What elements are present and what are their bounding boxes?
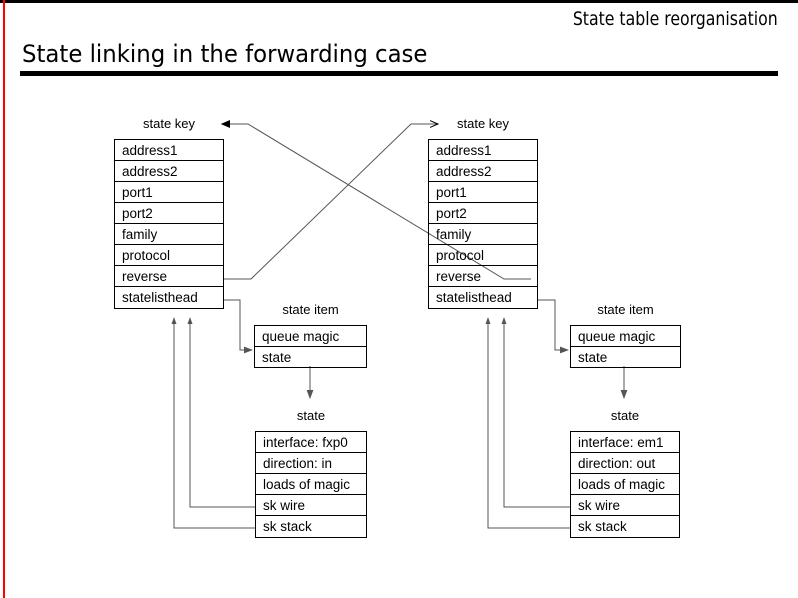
running-header: State table reorganisation — [573, 8, 778, 30]
table-row: interface: fxp0 — [256, 432, 366, 453]
edge-statelisthead-right-to-item — [537, 299, 568, 350]
edge-skwire-right-back — [504, 318, 570, 508]
state-left-label: state — [296, 408, 326, 423]
state-right-label: state — [610, 408, 640, 423]
table-row: sk wire — [256, 495, 366, 516]
edge-statelisthead-left-to-item — [224, 299, 252, 350]
page-title: State linking in the forwarding case — [22, 40, 428, 68]
table-row: address1 — [115, 140, 223, 161]
table-row: interface: em1 — [571, 432, 679, 453]
table-row: direction: out — [571, 453, 679, 474]
slide-top-border — [0, 0, 798, 3]
table-row: family — [429, 224, 537, 245]
table-row: reverse — [115, 266, 223, 287]
table-row: family — [115, 224, 223, 245]
state-right-struct: interface: em1 direction: out loads of m… — [570, 431, 680, 538]
state-key-right-struct: address1 address2 port1 port2 family pro… — [428, 139, 538, 309]
table-row: address1 — [429, 140, 537, 161]
table-row: port1 — [429, 182, 537, 203]
table-row: reverse — [429, 266, 537, 287]
table-row: loads of magic — [571, 474, 679, 495]
state-item-right-label: state item — [597, 302, 654, 317]
state-key-left-label: state key — [142, 116, 196, 131]
state-left-struct: interface: fxp0 direction: in loads of m… — [255, 431, 367, 538]
edge-skwire-left-back — [190, 318, 255, 508]
table-row: port1 — [115, 182, 223, 203]
table-row: statelisthead — [122, 290, 198, 305]
edge-reverse-left-to-right-key — [224, 124, 438, 280]
state-key-left-struct: address1 address2 port1 port2 family pro… — [114, 139, 224, 309]
state-key-right-label: state key — [456, 116, 510, 131]
table-row: statelisthead — [436, 290, 512, 305]
table-row: port2 — [429, 203, 537, 224]
title-underline-rule — [20, 71, 778, 76]
table-row: direction: in — [256, 453, 366, 474]
table-row: state — [262, 350, 292, 365]
edge-skstack-left-back — [174, 318, 255, 529]
state-item-left-struct: queue magic state — [254, 325, 367, 368]
table-row: protocol — [115, 245, 223, 266]
table-row: queue magic — [255, 326, 366, 347]
table-row: port2 — [115, 203, 223, 224]
table-row: state — [578, 350, 608, 365]
table-row: address2 — [429, 161, 537, 182]
table-row: address2 — [115, 161, 223, 182]
edge-skstack-right-back — [488, 318, 570, 529]
table-row: sk stack — [578, 519, 627, 534]
slide-left-accent-bar — [3, 0, 5, 598]
table-row: sk wire — [571, 495, 679, 516]
table-row: sk stack — [263, 519, 312, 534]
state-item-right-struct: queue magic state — [570, 325, 681, 368]
table-row: protocol — [429, 245, 537, 266]
table-row: queue magic — [571, 326, 680, 347]
state-item-left-label: state item — [282, 302, 339, 317]
table-row: loads of magic — [256, 474, 366, 495]
